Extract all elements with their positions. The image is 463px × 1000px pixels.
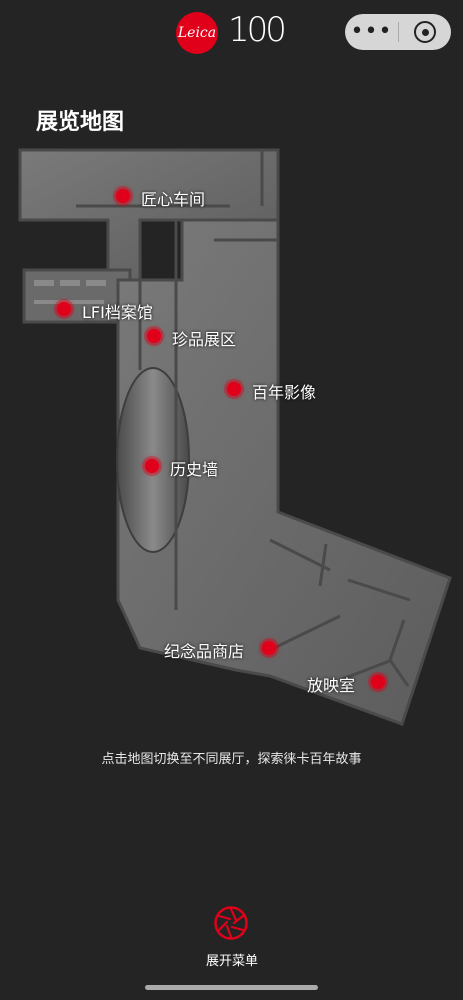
- marker-centennial-images[interactable]: [227, 382, 241, 396]
- expand-menu-label: 展开菜单: [205, 954, 258, 969]
- label-centennial-images[interactable]: 百年影像: [252, 383, 317, 402]
- home-indicator[interactable]: [145, 985, 318, 990]
- label-history-wall[interactable]: 历史墙: [170, 460, 219, 479]
- label-treasure[interactable]: 珍品展区: [172, 330, 237, 349]
- leica-logo: Leica: [176, 12, 218, 54]
- expand-menu-button[interactable]: 展开菜单: [196, 900, 268, 972]
- label-screening-room[interactable]: 放映室: [307, 676, 356, 695]
- leica-logo-text: Leica: [177, 25, 217, 41]
- label-souvenir-shop[interactable]: 纪念品商店: [164, 642, 245, 661]
- more-dots-icon[interactable]: •••: [350, 19, 393, 44]
- marker-history-wall[interactable]: [145, 459, 159, 473]
- page-title: 展览地图: [36, 110, 125, 135]
- exhibition-map[interactable]: 匠心车间 LFI档案馆 珍品展区 百年影像 历史墙 纪念品商店 放映室: [0, 140, 463, 740]
- aperture-icon: [214, 906, 248, 940]
- mini-program-capsule: •••: [345, 14, 451, 50]
- floor-plan[interactable]: [0, 140, 463, 740]
- marker-lfi-archive[interactable]: [57, 302, 71, 316]
- label-lfi-archive[interactable]: LFI档案馆: [82, 303, 153, 322]
- map-hint: 点击地图切换至不同展厅，探索徕卡百年故事: [101, 752, 362, 767]
- marker-screening-room[interactable]: [371, 675, 385, 689]
- marker-souvenir-shop[interactable]: [262, 641, 276, 655]
- target-close-icon[interactable]: [399, 21, 451, 43]
- main-hall[interactable]: [116, 218, 452, 726]
- marker-workshop[interactable]: [116, 189, 130, 203]
- anniversary-logo: 100: [228, 10, 287, 50]
- top-bar: Leica 100 •••: [0, 0, 463, 64]
- capsule-divider: [398, 22, 399, 42]
- label-workshop[interactable]: 匠心车间: [141, 190, 206, 209]
- marker-treasure[interactable]: [147, 329, 161, 343]
